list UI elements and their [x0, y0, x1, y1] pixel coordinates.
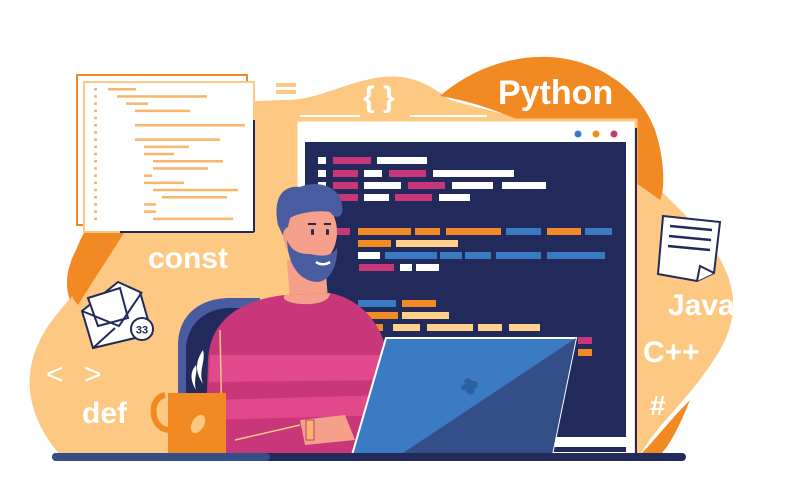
- orange-blob-left-2: [69, 215, 135, 305]
- code-token: [415, 228, 440, 235]
- label-java: Java: [668, 289, 735, 322]
- code-token: [333, 182, 358, 189]
- sticky-note-icon: [656, 214, 722, 283]
- mail-icon: 33: [80, 280, 154, 350]
- code-token: [359, 264, 394, 271]
- code-token: [333, 228, 350, 235]
- code-token: [578, 349, 592, 356]
- code-token: [364, 182, 401, 189]
- code-token: [452, 182, 493, 189]
- code-token: [502, 182, 546, 189]
- code-token: [333, 170, 358, 177]
- label-const: const: [148, 242, 229, 275]
- code-token: [358, 300, 396, 307]
- code-token: [400, 264, 412, 271]
- programmer-person: [205, 184, 390, 455]
- code-token: [408, 182, 445, 189]
- code-token: [446, 228, 501, 235]
- code-token: [465, 252, 491, 259]
- code-token: [318, 157, 326, 164]
- side-code-document: [76, 74, 255, 233]
- code-token: [318, 170, 326, 177]
- code-token: [389, 170, 426, 177]
- code-token: [402, 312, 449, 319]
- code-token: [509, 324, 540, 331]
- label-cpp: C++: [643, 336, 700, 369]
- mail-badge-count: 33: [136, 325, 148, 337]
- code-token: [385, 252, 437, 259]
- code-token: [358, 228, 411, 235]
- code-token: [396, 240, 458, 247]
- code-token: [578, 337, 592, 344]
- code-token: [358, 252, 380, 259]
- code-token: [366, 312, 398, 319]
- code-token: [427, 324, 473, 331]
- orange-sliver-right: [640, 400, 690, 455]
- code-token: [333, 157, 371, 164]
- laptop-logo: [461, 378, 478, 395]
- code-token: [377, 157, 427, 164]
- side-doc-code-lines: [94, 88, 245, 221]
- window-dot-orange: [592, 130, 600, 138]
- equals-marks: [276, 83, 296, 94]
- coffee-mug-icon: [150, 350, 226, 455]
- code-token: [333, 194, 358, 201]
- code-token: [358, 240, 391, 247]
- laptop: [350, 337, 578, 456]
- editor-titlebar: [305, 127, 626, 142]
- code-token: [547, 252, 605, 259]
- code-token: [393, 324, 420, 331]
- code-token: [547, 228, 581, 235]
- code-token: [364, 194, 389, 201]
- code-token: [585, 228, 612, 235]
- code-token: [496, 252, 541, 259]
- window-dot-blue: [574, 130, 582, 138]
- window-dot-magenta: [610, 130, 618, 138]
- code-lines: [318, 157, 612, 356]
- label-angle-brackets: < >: [46, 358, 108, 391]
- code-token: [506, 228, 541, 235]
- code-token: [440, 252, 462, 259]
- code-token: [395, 194, 432, 201]
- mail-badge: [130, 317, 154, 341]
- label-braces: { }: [363, 81, 395, 114]
- code-token: [416, 264, 439, 271]
- code-token: [433, 170, 514, 177]
- code-token: [439, 194, 470, 201]
- label-python: Python: [498, 74, 614, 112]
- code-token: [478, 324, 502, 331]
- code-token: [364, 170, 382, 177]
- label-def: def: [82, 397, 127, 430]
- label-hash: #: [650, 390, 666, 421]
- desk: [52, 453, 686, 461]
- code-token: [402, 300, 436, 307]
